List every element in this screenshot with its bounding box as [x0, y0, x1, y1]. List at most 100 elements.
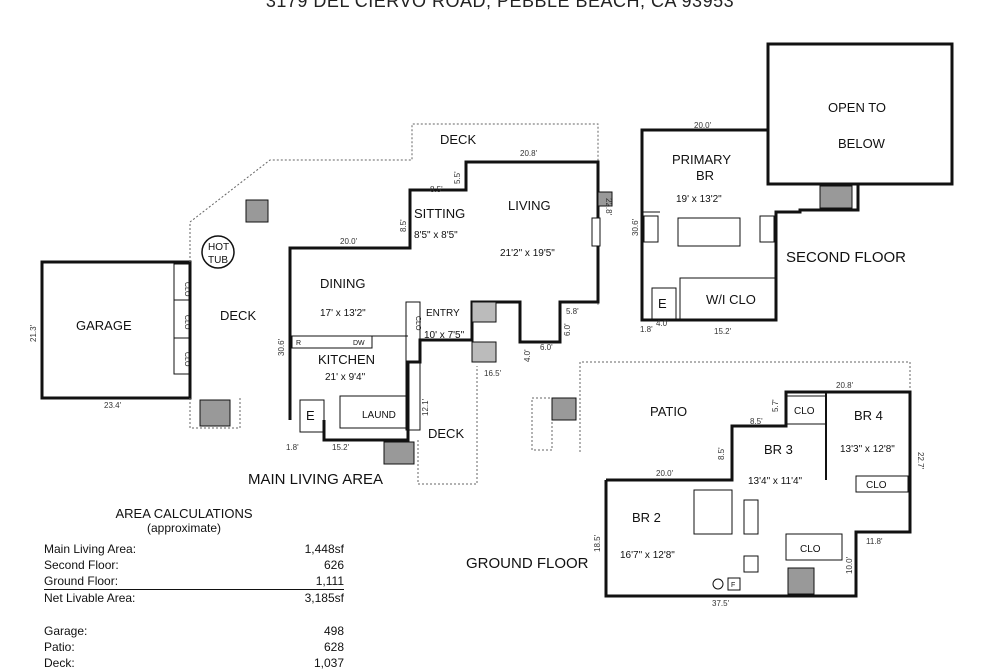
clo-label: CLO: [414, 316, 421, 331]
dimension: 30.6': [277, 338, 286, 356]
sitting-label: SITTING: [414, 206, 465, 221]
dimension: 30.6': [631, 218, 640, 236]
area-row: Deck:1,037: [44, 655, 344, 671]
dining-dim: 17' x 13'2": [320, 308, 366, 319]
area-label: Patio:: [44, 640, 75, 654]
area-label: Net Livable Area:: [44, 591, 136, 605]
dimension: 16.5': [484, 369, 502, 378]
clo-label: CLO: [183, 352, 190, 367]
open-to-below-label: OPEN TO: [828, 100, 886, 115]
wd-fixture: [712, 578, 724, 590]
primary-br-label: BR: [696, 168, 714, 183]
living-label: LIVING: [508, 198, 551, 213]
e-second-label: E: [658, 296, 667, 311]
dimension: 11.8': [866, 537, 883, 546]
hot-tub: [201, 235, 235, 269]
main-living-area-title: MAIN LIVING AREA: [248, 471, 383, 488]
wi-clo-label: W/I CLO: [706, 292, 756, 307]
dimension: 8.5': [399, 219, 408, 232]
br4-label: BR 4: [854, 408, 883, 423]
dimension: 8.5': [717, 447, 726, 460]
area-title: AREA CALCULATIONS: [115, 506, 253, 521]
clo-label: CLO: [866, 480, 887, 491]
living-dim: 21'2" x 19'5": [500, 248, 555, 259]
area-label: Garage:: [44, 624, 88, 638]
area-row: Second Floor:626: [44, 557, 344, 573]
main-house-wall: [288, 160, 600, 442]
r-label: R: [296, 340, 301, 347]
area-value: 1,037: [313, 656, 344, 670]
bath-primary: [677, 217, 741, 247]
area-label: Ground Floor:: [44, 574, 119, 588]
area-label: Second Floor:: [44, 558, 119, 572]
dimension: 8.5': [430, 185, 443, 194]
dimension: 22.8': [604, 198, 613, 216]
br3-label: BR 3: [764, 442, 793, 457]
kitchen-island: [405, 301, 421, 431]
f-label: F: [731, 582, 735, 589]
closet-ground: [743, 555, 759, 573]
dining-label: DINING: [320, 276, 366, 291]
deck-stair: [383, 441, 415, 465]
dw-label: DW: [353, 340, 365, 347]
dimension: 8.5': [750, 417, 763, 426]
dsr-closet: [643, 215, 659, 243]
garage-closets: [173, 263, 191, 375]
f-fixture: [727, 577, 741, 591]
dimension: 20.0': [340, 237, 358, 246]
clo-label: CLO: [794, 406, 815, 417]
dimension: 23.4': [104, 401, 122, 410]
dimension: 5.5': [453, 171, 462, 184]
area-row: Patio:628: [44, 639, 344, 655]
br2-dim: 16'7" x 12'8": [620, 550, 675, 561]
dimension: 10.0': [845, 556, 854, 574]
patio-outline: [579, 361, 911, 452]
dimension: 22.7': [916, 452, 925, 470]
sitting-dim: 8'5" x 8'5": [414, 230, 458, 241]
dimension: 4.0': [523, 349, 532, 362]
area-row: Net Livable Area:3,185sf: [44, 590, 344, 606]
closet-ground: [743, 499, 759, 535]
second-floor-title: SECOND FLOOR: [786, 249, 906, 266]
dimension: 15.2': [714, 327, 732, 336]
bath-ground: [693, 489, 733, 535]
ground-floor-title: GROUND FLOOR: [466, 555, 589, 572]
br4-dim: 13'3" x 12'8": [840, 444, 895, 455]
deck-stair: [245, 199, 269, 223]
dimension: 15.2': [332, 443, 350, 452]
br2-label: BR 2: [632, 510, 661, 525]
dimension: 20.0': [656, 469, 674, 478]
dimension: 1.8': [286, 443, 299, 452]
area-label: Main Living Area:: [44, 542, 137, 556]
dimension: 5.7': [771, 399, 780, 412]
area-subtitle: (approximate): [146, 521, 222, 535]
deck-outline: [189, 123, 599, 305]
dimension: 37.5': [712, 599, 730, 608]
clo-box: [785, 395, 827, 425]
dimension: 18.5': [593, 534, 602, 552]
dimension: 4.0': [656, 319, 669, 328]
e-main-label: E: [306, 408, 315, 423]
open-to-below-label: BELOW: [838, 136, 886, 151]
deck-stair: [199, 399, 231, 427]
dimension: 20.8': [836, 381, 854, 390]
clo-label: CLO: [183, 315, 190, 330]
dsr-closet: [759, 215, 775, 243]
laundry-outline: [339, 395, 407, 429]
clo-box: [855, 475, 909, 493]
open-to-below: [766, 42, 954, 186]
deck-top-label: DECK: [440, 132, 476, 147]
clo-label: CLO: [800, 544, 821, 555]
ground-floor-wall: [604, 390, 912, 598]
deck-stair: [597, 191, 613, 207]
garage-label: GARAGE: [76, 318, 132, 333]
dimension: 6.0': [563, 323, 572, 336]
dimension: 6.0': [540, 343, 553, 352]
patio-label: PATIO: [650, 404, 687, 419]
hot-tub-label: TUB: [208, 255, 228, 266]
wi-closet: [679, 277, 777, 321]
ground-stair: [787, 567, 815, 595]
entry-label: ENTRY: [426, 308, 460, 319]
dimension: 1.8': [640, 325, 653, 334]
deck-left-label: DECK: [220, 308, 256, 323]
